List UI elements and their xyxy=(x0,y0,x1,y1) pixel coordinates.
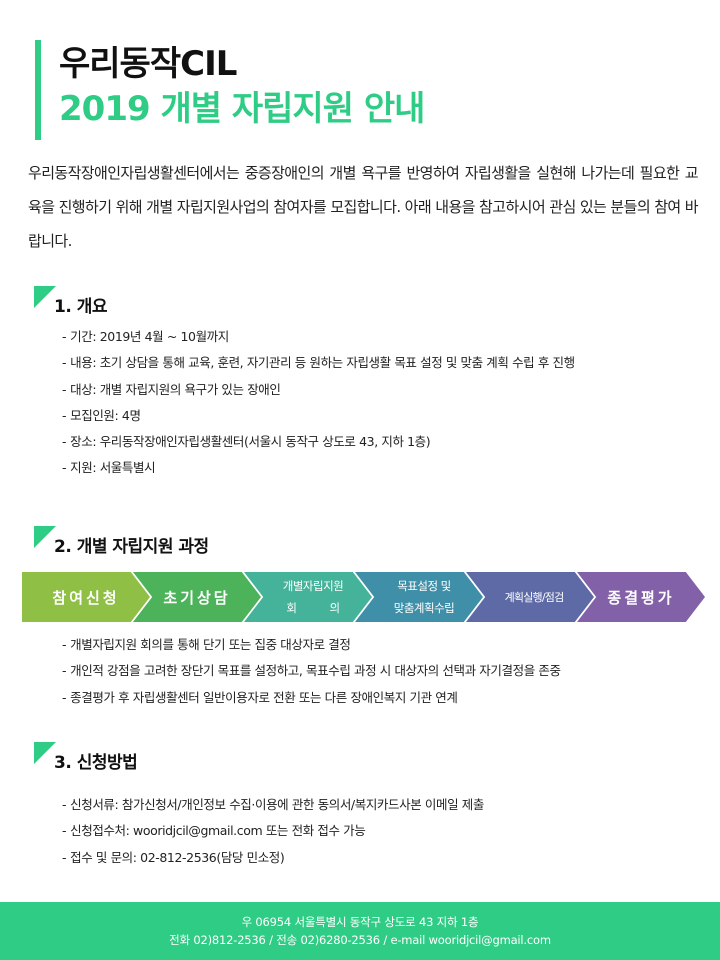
footer-contact: 전화 02)812-2536 / 전송 02)6280-2536 / e-mai… xyxy=(169,933,551,947)
list-item: -접수 및 문의: 02-812-2536(담당 민소정) xyxy=(62,849,285,865)
section-title: 1. 개요 xyxy=(54,297,108,317)
footer: 우 06954 서울특별시 동작구 상도로 43 지하 1층 전화 02)812… xyxy=(0,902,720,960)
process-step-apply: 참여신청 xyxy=(22,572,150,622)
footer-address: 우 06954 서울특별시 동작구 상도로 43 지하 1층 xyxy=(241,915,479,929)
intro-paragraph: 우리동작장애인자립생활센터에서는 중증장애인의 개별 욕구를 반영하여 자립생활… xyxy=(28,164,699,250)
section-marker-icon xyxy=(34,286,56,308)
list-item: -신청접수처: wooridjcil@gmail.com 또는 전화 접수 가능 xyxy=(62,823,366,839)
overview-list: -기간: 2019년 4월 ~ 10월까지 -내용: 초기 상담을 통해 교육,… xyxy=(62,324,575,482)
list-item: -개인적 강점을 고려한 장단기 목표를 설정하고, 목표수립 과정 시 대상자… xyxy=(62,663,561,679)
process-step-initial-consult: 초기상담 xyxy=(133,572,261,622)
list-item: -대상: 개별 자립지원의 욕구가 있는 장애인 xyxy=(62,381,281,397)
list-item: -내용: 초기 상담을 통해 교육, 훈련, 자기관리 등 원하는 자립생활 목… xyxy=(62,355,575,371)
section-title: 3. 신청방법 xyxy=(54,753,138,773)
list-item: -기간: 2019년 4월 ~ 10월까지 xyxy=(62,329,229,344)
list-item: -개별자립지원 회의를 통해 단기 또는 집중 대상자로 결정 xyxy=(62,637,351,652)
list-item: -지원: 서울특별시 xyxy=(62,460,156,476)
list-item: -종결평가 후 자립생활센터 일반이용자로 전환 또는 다른 장애인복지 기관 … xyxy=(62,689,458,705)
list-item: -신청서류: 참가신청서/개인정보 수집·이용에 관한 동의서/복지카드사본 이… xyxy=(62,797,484,812)
process-step-execution: 계획실행/점검 xyxy=(466,572,594,622)
page-title: 우리동작CIL xyxy=(59,44,237,84)
process-step-final-evaluation: 종결평가 xyxy=(577,572,705,622)
section-marker-icon xyxy=(34,526,56,548)
section-title: 2. 개별 자립지원 과정 xyxy=(54,537,209,557)
list-item: -모집인원: 4명 xyxy=(62,407,141,423)
list-item: -장소: 우리동작장애인자립생활센터(서울시 동작구 상도로 43, 지하 1층… xyxy=(62,434,431,450)
section-marker-icon xyxy=(34,742,56,764)
apply-list: -신청서류: 참가신청서/개인정보 수집·이용에 관한 동의서/복지카드사본 이… xyxy=(62,792,484,871)
page-subtitle: 2019 개별 자립지원 안내 xyxy=(59,89,425,129)
process-list: -개별자립지원 회의를 통해 단기 또는 집중 대상자로 결정 -개인적 강점을… xyxy=(62,632,561,711)
title-block: 우리동작CIL 2019 개별 자립지원 안내 xyxy=(35,40,425,140)
